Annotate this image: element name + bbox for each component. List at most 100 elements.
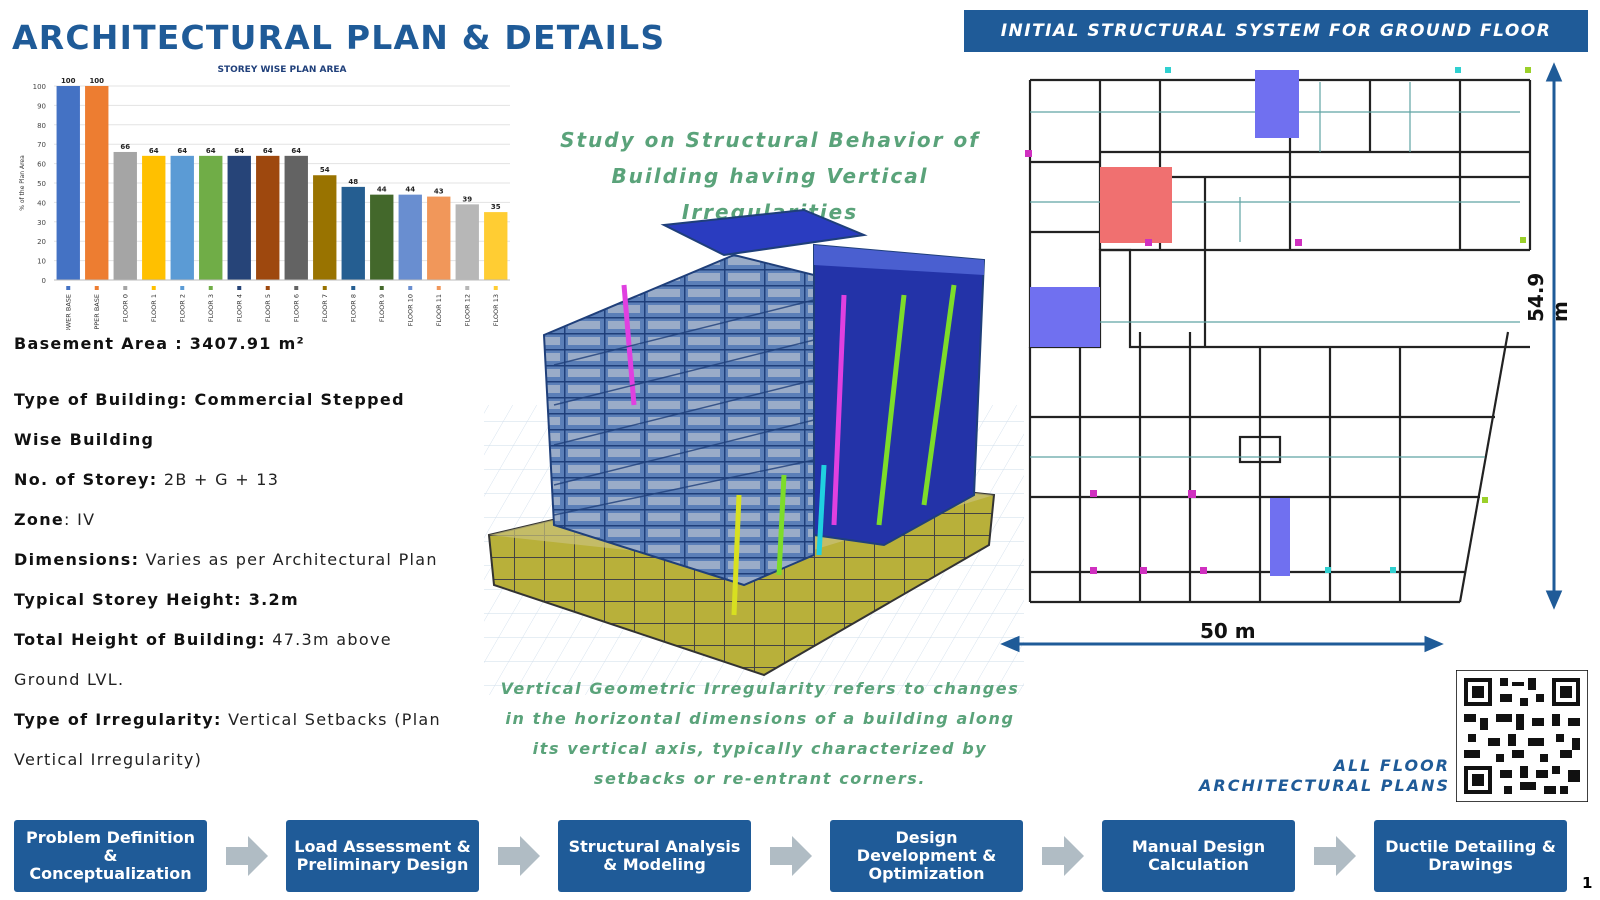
storey-count: No. of Storey: 2B + G + 13 <box>14 470 280 489</box>
bar-data-label: 64 <box>149 147 159 155</box>
chart-bar <box>256 155 280 280</box>
bar-data-label: 35 <box>491 203 501 211</box>
zone: Zone: IV <box>14 510 96 529</box>
plan-shaft-2 <box>1030 287 1100 347</box>
flow-step-4[interactable]: Design Development & Optimization <box>830 820 1023 892</box>
y-tick-label: 20 <box>37 238 46 246</box>
description-line1: Vertical Geometric Irregularity refers t… <box>500 679 1020 698</box>
bar-data-label: 66 <box>120 143 130 151</box>
plan-shaft-3 <box>1270 498 1290 576</box>
dimensions: Dimensions: Varies as per Architectural … <box>14 550 438 569</box>
study-title-line1: Study on Structural Behavior of <box>560 128 980 152</box>
plan-dimension-arrows <box>1000 62 1563 653</box>
y-tick-label: 90 <box>37 102 46 110</box>
flow-step-1[interactable]: Problem Definition & Conceptualization <box>14 820 207 892</box>
x-tick-label: FLOOR 0 <box>121 294 129 322</box>
study-title: Study on Structural Behavior of Building… <box>520 122 1020 230</box>
x-tick-label: FLOOR 10 <box>406 294 414 326</box>
y-tick-label: 70 <box>37 141 46 149</box>
bar-data-label: 64 <box>263 147 273 155</box>
total-height: Total Height of Building: 47.3m above <box>14 630 392 649</box>
x-tick-label: FLOOR 2 <box>178 294 186 322</box>
category-marker <box>408 286 413 290</box>
bar-data-label: 64 <box>206 147 216 155</box>
flow-step-3[interactable]: Structural Analysis & Modeling <box>558 820 751 892</box>
category-marker <box>94 286 99 290</box>
plan-height-label: 54.9 m <box>1524 272 1572 322</box>
chart-bar <box>313 175 337 280</box>
category-marker <box>465 286 470 290</box>
bar-data-label: 64 <box>291 147 301 155</box>
chart-bar <box>284 155 308 280</box>
qr-code[interactable] <box>1456 670 1588 802</box>
all-floor-plans-link[interactable]: ALL FLOOR ARCHITECTURAL PLANS <box>1180 756 1450 796</box>
bar-data-label: 64 <box>177 147 187 155</box>
category-marker <box>322 286 327 290</box>
category-marker <box>436 286 441 290</box>
flow-step-2[interactable]: Load Assessment & Preliminary Design <box>286 820 479 892</box>
chart-bar <box>85 86 109 280</box>
building-type: Type of Building: Commercial Stepped <box>14 390 405 409</box>
flow-step-6[interactable]: Ductile Detailing & Drawings <box>1374 820 1567 892</box>
storey-area-chart: STOREY WISE PLAN AREA0102030405060708090… <box>19 65 510 330</box>
chart-bar <box>484 212 508 280</box>
all-floor-line2: ARCHITECTURAL PLANS <box>1199 776 1450 795</box>
ground-floor-plan <box>1025 67 1532 604</box>
chart-bar <box>113 151 137 280</box>
flow-arrow-icon <box>226 836 268 876</box>
bar-data-label: 100 <box>61 77 76 85</box>
bar-data-label: 39 <box>462 195 472 203</box>
y-axis-label: % of the Plan Area <box>19 155 26 211</box>
total-height-cont: Ground LVL. <box>14 670 125 689</box>
description-line2: in the horizontal dimensions of a buildi… <box>505 709 1015 728</box>
description-line4: setbacks or re-entrant corners. <box>593 769 927 788</box>
plan-shaft-1 <box>1255 70 1299 138</box>
category-marker <box>151 286 156 290</box>
x-tick-label: LOWER BASE <box>64 294 72 330</box>
flow-arrow-icon <box>1042 836 1084 876</box>
irregularity-type-cont: Vertical Irregularity) <box>14 750 203 769</box>
irregularity-description: Vertical Geometric Irregularity refers t… <box>490 674 1030 794</box>
plan-width-label: 50 m <box>1200 619 1256 643</box>
y-tick-label: 0 <box>42 277 46 285</box>
y-tick-label: 100 <box>33 83 46 91</box>
x-tick-label: FLOOR 7 <box>321 294 329 322</box>
flow-step-5[interactable]: Manual Design Calculation <box>1102 820 1295 892</box>
x-tick-label: FLOOR 1 <box>150 294 158 322</box>
chart-bar <box>341 186 365 280</box>
category-marker <box>351 286 356 290</box>
building-type-cont: Wise Building <box>14 430 155 449</box>
bar-data-label: 64 <box>234 147 244 155</box>
description-line3: its vertical axis, typically characteriz… <box>532 739 988 758</box>
all-floor-line1: ALL FLOOR <box>1333 756 1450 775</box>
y-tick-label: 10 <box>37 258 46 266</box>
chart-bar <box>455 204 479 280</box>
chart-bar <box>370 194 394 280</box>
category-marker <box>265 286 270 290</box>
building-3d-model <box>484 208 1024 695</box>
flow-arrow-icon <box>1314 836 1356 876</box>
section-banner: INITIAL STRUCTURAL SYSTEM FOR GROUND FLO… <box>964 10 1588 52</box>
category-marker <box>493 286 498 290</box>
category-marker <box>66 286 71 290</box>
page-title: ARCHITECTURAL PLAN & DETAILS <box>12 18 666 57</box>
x-tick-label: FLOOR 9 <box>378 294 386 322</box>
y-tick-label: 50 <box>37 180 46 188</box>
bar-data-label: 54 <box>320 166 330 174</box>
x-tick-label: UPPER BASE <box>93 294 101 330</box>
flow-arrow-icon <box>498 836 540 876</box>
page-number: 1 <box>1582 874 1593 892</box>
chart-bar <box>427 196 451 280</box>
x-tick-label: FLOOR 12 <box>463 294 471 326</box>
category-marker <box>379 286 384 290</box>
chart-bar <box>227 155 251 280</box>
basement-area: Basement Area : 3407.91 m² <box>14 334 305 353</box>
chart-title: STOREY WISE PLAN AREA <box>217 65 346 75</box>
x-tick-label: FLOOR 4 <box>235 294 243 322</box>
x-tick-label: FLOOR 5 <box>264 294 272 322</box>
y-tick-label: 60 <box>37 161 46 169</box>
category-marker <box>123 286 128 290</box>
flow-arrow-icon <box>770 836 812 876</box>
y-tick-label: 40 <box>37 199 46 207</box>
x-tick-label: FLOOR 6 <box>292 294 300 322</box>
